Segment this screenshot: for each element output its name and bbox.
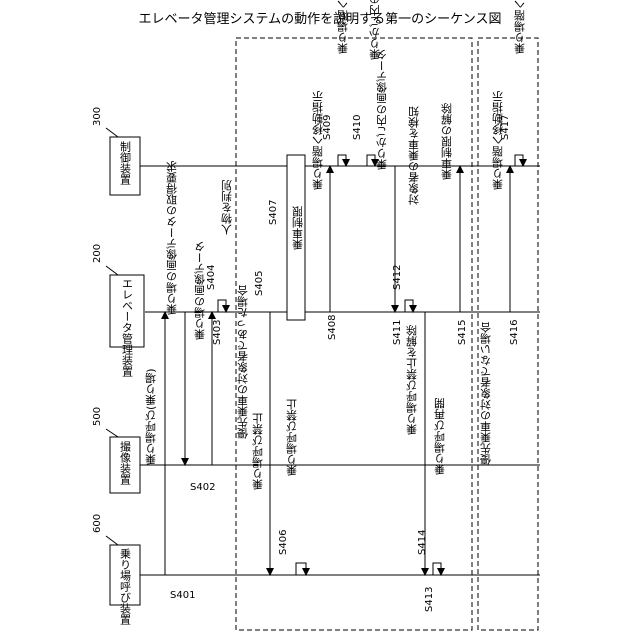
label-S408-id: S408 — [327, 315, 338, 340]
label-S406-id: S406 — [278, 530, 289, 555]
label-S415-id: S415 — [457, 320, 468, 345]
arrow-S409 — [338, 155, 346, 166]
actor-600: 乗り場呼び装置 600 — [92, 514, 140, 625]
label-S410-id: S410 — [352, 115, 363, 140]
arrow-S414 — [433, 563, 441, 575]
frame-priority-label: 優先乗車の対象者であった場合 — [237, 285, 250, 439]
actor-200-name: エレベータ管理装置 — [121, 278, 134, 377]
label-S401-id: S401 — [170, 590, 195, 601]
label-S411-text: 乗りかご内の画像データ — [376, 49, 389, 170]
arrow-S410 — [367, 155, 375, 166]
label-S414-text: 乗り場呼び再開 — [434, 397, 447, 475]
label-S401-text: 乗り場呼び(乗り場) — [145, 368, 158, 465]
arrow-S412 — [405, 300, 413, 312]
label-S403-text: 乗り場の画像データ — [194, 241, 207, 340]
actor-600-ref: 600 — [92, 514, 103, 533]
label-S407-id: S407 — [268, 200, 279, 225]
label-S414-id: S414 — [417, 530, 428, 555]
actor-300-name: 制御装置 — [119, 141, 132, 185]
frame-not-priority-label: 優先乗車の対象者でない場合 — [480, 322, 493, 465]
label-S402-text: 乗り場の画像データの取得要求 — [166, 161, 179, 315]
label-S409-text: 乗り場階へ移動 — [337, 0, 350, 54]
label-S411-id: S411 — [392, 320, 403, 345]
label-S404-text: 人物を判別 — [221, 179, 234, 235]
actor-200-ref: 200 — [92, 244, 103, 263]
label-S404-id: S404 — [206, 265, 217, 290]
label-S407-text: 乗車制限 — [292, 206, 305, 250]
label-S409-id: S409 — [322, 115, 333, 140]
label-S402-id: S402 — [190, 482, 215, 493]
arrow-S417 — [515, 155, 523, 166]
label-S405-text: 乗り場呼び禁止 — [252, 413, 265, 490]
label-S417-text: 乗り場階へ移動 — [514, 0, 527, 54]
label-S413-id: S413 — [424, 587, 435, 612]
actor-500: 撮像装置 500 — [92, 407, 140, 493]
label-S415-text: 乗車制限の解除 — [441, 103, 454, 180]
label-S405-id: S405 — [254, 271, 265, 296]
actor-500-name: 撮像装置 — [119, 440, 132, 485]
label-S403-id: S403 — [212, 320, 223, 345]
label-S412-text: 対象者の乗車を検知 — [408, 105, 421, 206]
label-S412-id: S412 — [392, 265, 403, 290]
arrow-S406 — [296, 563, 306, 575]
label-S416-id: S416 — [509, 320, 520, 345]
label-S406-text: 乗り場呼び禁止 — [286, 399, 299, 476]
label-S417-id: S417 — [500, 115, 511, 140]
actor-600-name: 乗り場呼び装置 — [119, 548, 132, 625]
actor-300: 制御装置 300 — [92, 107, 140, 195]
arrow-S404 — [218, 300, 226, 312]
label-S413-text: 乗り場呼び禁止を解除 — [406, 325, 419, 435]
actor-500-ref: 500 — [92, 407, 103, 426]
actor-300-ref: 300 — [92, 107, 103, 126]
actor-200: エレベータ管理装置 200 — [92, 244, 144, 377]
